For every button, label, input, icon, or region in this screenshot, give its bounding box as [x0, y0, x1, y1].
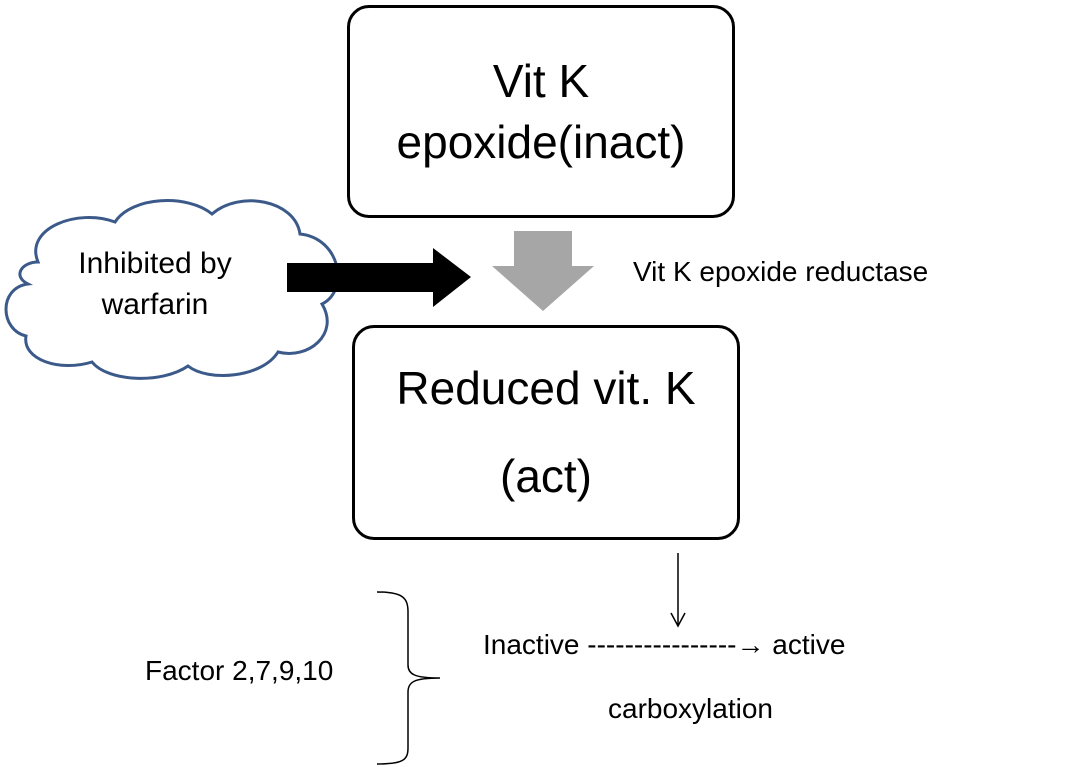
vit-k-epoxide-line1: Vit K [492, 54, 590, 107]
factor-label: Factor 2,7,9,10 [145, 655, 334, 686]
reductase-arrow [492, 231, 594, 311]
cloud-line1: Inhibited by [78, 247, 232, 280]
carboxylation-label: carboxylation [608, 693, 773, 724]
cloud-line2: warfarin [101, 287, 209, 321]
reduced-vit-k-box: Reduced vit. K (act) [352, 325, 740, 540]
enzyme-label: Vit K epoxide reductase [633, 256, 929, 287]
conversion-label: Inactive ----------------→ active [483, 629, 846, 660]
down-arrow-head [670, 612, 686, 628]
warfarin-cloud-label: Inhibited by warfarin [40, 244, 270, 326]
inhibition-arrow [287, 248, 471, 307]
warfarin-cloud-shape [4, 199, 340, 380]
reduced-vit-k-line2: (act) [500, 449, 592, 502]
factor-brace [376, 591, 441, 765]
vit-k-epoxide-box: Vit K epoxide(inact) [347, 5, 735, 218]
reduced-vit-k-line1: Reduced vit. K [396, 362, 696, 415]
vit-k-epoxide-line2: epoxide(inact) [396, 115, 686, 168]
